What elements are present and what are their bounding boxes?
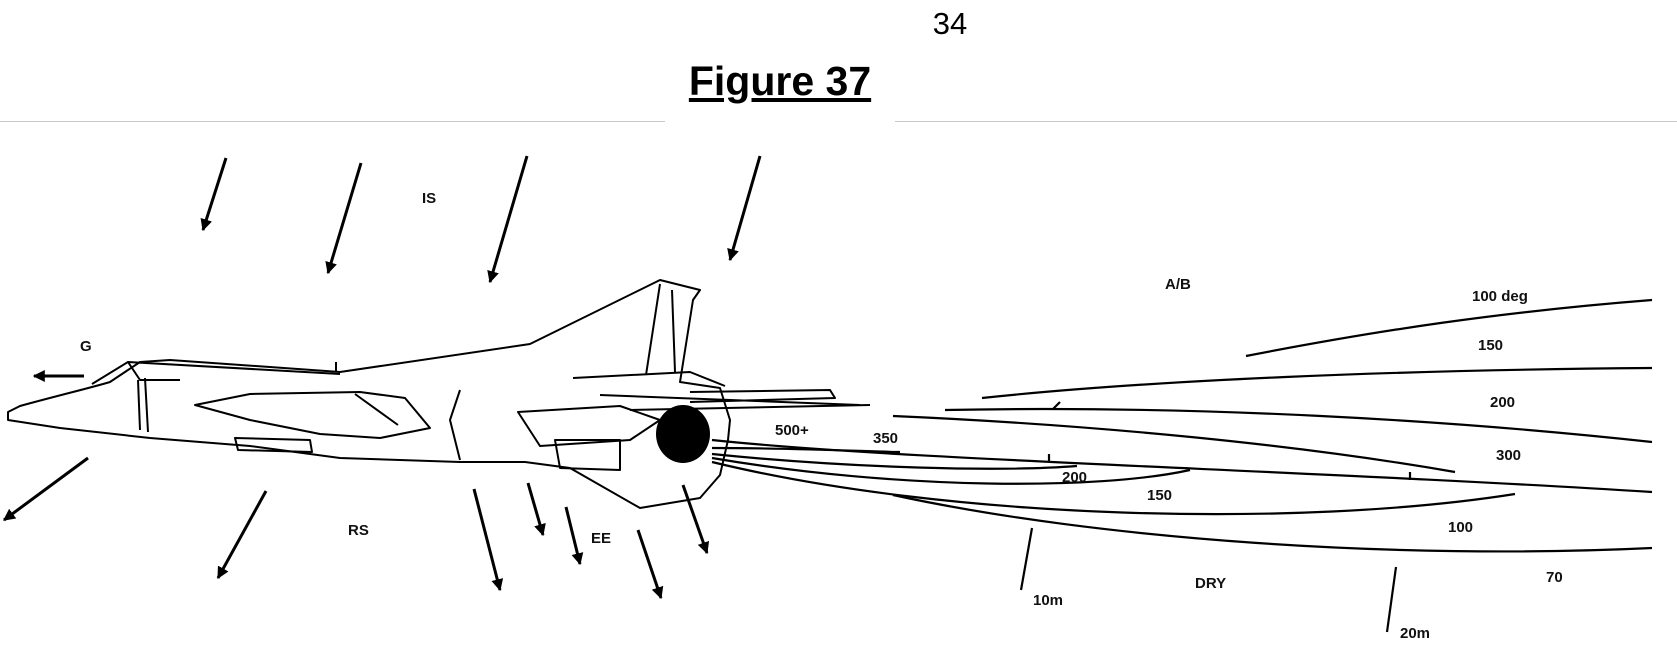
title-backdrop: [665, 58, 895, 128]
distance-marker-10m: [1019, 527, 1034, 591]
label-20m: 20m: [1400, 625, 1430, 642]
page-number: 34: [932, 6, 968, 41]
cockpit-line: [144, 377, 149, 433]
fuselage: [7, 279, 731, 509]
flow-arrow: [325, 162, 363, 275]
flow-arrow: [681, 484, 710, 555]
flow-arrow: [564, 506, 584, 566]
wing-root: [449, 389, 461, 461]
flow-arrow: [727, 155, 762, 262]
contour-150-low: [711, 460, 1516, 516]
label-100-low: 100: [1448, 519, 1473, 536]
intake: [194, 391, 431, 439]
distance-marker-20m: [1385, 566, 1398, 633]
label-g: G: [80, 338, 92, 355]
flow-arrow: [200, 157, 228, 232]
flow-arrow: [3, 456, 89, 522]
aircraft-outline: [7, 279, 871, 509]
flow-arrow: [472, 488, 504, 592]
contour-150: [981, 366, 1653, 400]
exhaust-nozzle: [656, 405, 710, 463]
flow-arrow: [487, 155, 529, 284]
label-100deg: 100 deg: [1472, 288, 1528, 305]
label-dry: DRY: [1195, 575, 1226, 592]
label-300: 300: [1496, 447, 1521, 464]
contour-200-low: [711, 456, 1191, 485]
distance-markers: [1019, 527, 1398, 633]
contour-350: [711, 452, 1078, 470]
tailplane: [572, 371, 726, 387]
label-200-low: 200: [1062, 469, 1087, 486]
label-is: IS: [422, 190, 436, 207]
contour-main: [711, 438, 1653, 494]
intake-line: [354, 393, 399, 426]
label-350: 350: [873, 430, 898, 447]
label-ee: EE: [591, 530, 611, 547]
flow-arrow: [636, 529, 664, 600]
tail-boom: [689, 389, 836, 403]
contour-tick: [1052, 401, 1061, 410]
contour-100-low: [892, 493, 1653, 553]
label-ab: A/B: [1165, 276, 1191, 293]
cockpit-line: [137, 379, 141, 431]
exhaust-stripe: [599, 394, 861, 406]
ventral-pod: [234, 437, 313, 453]
label-150-low: 150: [1147, 487, 1172, 504]
fin-trailing: [671, 289, 676, 373]
gear-pod: [554, 439, 621, 471]
label-10m: 10m: [1033, 592, 1063, 609]
induced-flow-arrows: [3, 155, 762, 600]
label-200-up: 200: [1490, 394, 1515, 411]
fin-leading: [645, 283, 661, 376]
label-500: 500+: [775, 422, 809, 439]
label-rs: RS: [348, 522, 369, 539]
flow-arrow: [526, 482, 546, 537]
contour-100deg: [1245, 298, 1653, 358]
figure-title: Figure 37: [688, 58, 872, 104]
contour-300: [892, 414, 1456, 474]
canopy-frame: [127, 361, 180, 381]
contour-500: [711, 446, 901, 454]
wing: [517, 405, 661, 447]
exhaust-stripe: [629, 404, 871, 411]
label-70: 70: [1546, 569, 1563, 586]
exhaust-contours: [711, 298, 1653, 553]
flow-arrow: [216, 490, 268, 580]
label-150-up: 150: [1478, 337, 1503, 354]
